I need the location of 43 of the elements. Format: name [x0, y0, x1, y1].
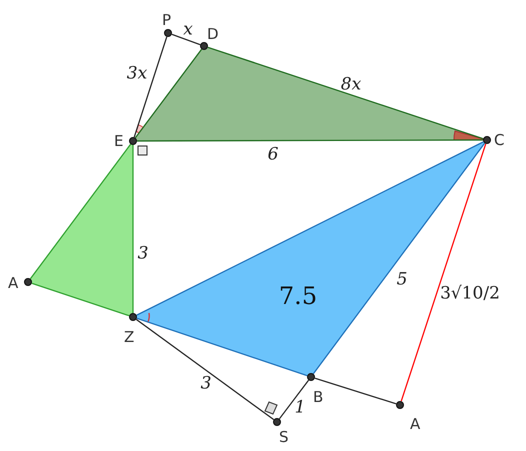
line-segment	[312, 142, 486, 374]
line-segment	[172, 34, 200, 46]
point-label: A	[8, 276, 18, 291]
line-segment	[136, 141, 484, 316]
line-segment	[30, 144, 132, 280]
point	[129, 313, 137, 321]
length-label: 8x	[340, 76, 362, 94]
length-label: 3x	[126, 66, 148, 82]
point-label: D	[207, 27, 219, 42]
length-label: 1	[294, 400, 306, 416]
point	[129, 137, 137, 145]
point-label: C	[494, 133, 504, 148]
line-segment	[208, 46, 484, 140]
line-segment	[134, 36, 168, 138]
line-segment	[136, 318, 274, 420]
point-label: P	[162, 13, 172, 28]
line-segment	[136, 318, 308, 376]
line-segment	[134, 48, 202, 138]
point	[307, 373, 315, 381]
point	[164, 29, 172, 37]
point-label: E	[114, 134, 124, 149]
line-segment	[137, 139, 483, 142]
point	[483, 136, 491, 144]
point	[273, 418, 281, 426]
line-segment	[132, 145, 134, 313]
length-label: x	[183, 22, 193, 38]
length-label: 6	[268, 146, 278, 164]
point-label: S	[279, 430, 289, 445]
point-label: Z	[124, 330, 134, 345]
length-label: 3	[138, 246, 148, 262]
line-segment	[32, 282, 130, 316]
length-label: 3√10/2	[440, 286, 500, 302]
point	[24, 278, 32, 286]
point	[396, 401, 404, 409]
area-label: 7.5	[278, 284, 318, 308]
line-segment	[278, 380, 310, 420]
length-label: 5	[396, 272, 408, 288]
point-label: A	[410, 417, 420, 432]
length-label: 3	[200, 376, 212, 392]
line-segment	[314, 378, 396, 404]
line-segment	[400, 144, 486, 402]
point-label: B	[313, 390, 324, 405]
point	[200, 42, 208, 50]
